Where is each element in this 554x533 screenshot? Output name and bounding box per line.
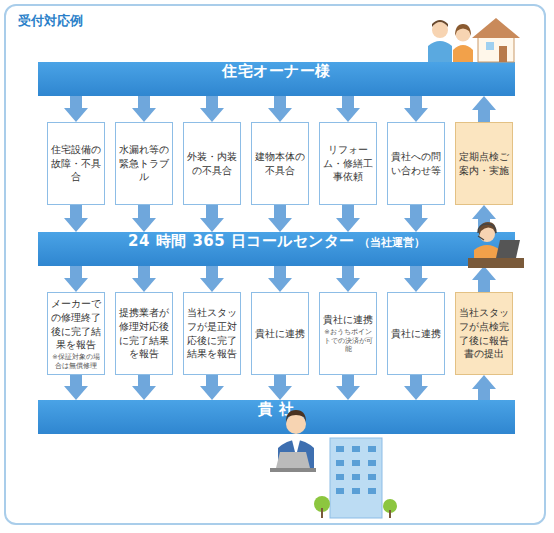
tree-trunk	[321, 508, 323, 518]
client-band: 貴 社	[38, 400, 515, 434]
node-label: 貴社に連携	[255, 327, 305, 341]
node-note: （当社運営）	[359, 235, 425, 250]
flow-arrow	[410, 375, 422, 388]
woman-hair	[455, 24, 471, 36]
response-box: メーカーでの修理終了後に完了結果を報告※保証対象の場合は無償修理	[47, 292, 105, 375]
request-box: 水漏れ等の緊急トラブル	[115, 122, 173, 205]
flow-arrow	[478, 217, 490, 232]
flow-arrow	[70, 266, 82, 280]
man-hair	[432, 20, 448, 27]
node-label: リフォーム・修繕工事依頼	[323, 143, 373, 184]
flow-arrow	[206, 205, 218, 220]
node-label: 提携業者が修理対応後に完了結果を報告	[119, 306, 169, 361]
flow-arrow	[274, 96, 286, 110]
request-box: 定期点検ご案内・実施	[455, 122, 513, 205]
node-note: ※保証対象の場合は無償修理	[51, 353, 101, 370]
response-box: 貴社に連携	[251, 292, 309, 375]
flow-arrow	[478, 108, 490, 122]
flow-arrow	[342, 375, 354, 388]
office-building	[330, 438, 382, 518]
flow-arrow	[206, 96, 218, 110]
node-label: 貴 社	[258, 400, 295, 419]
node-label: 当社スタッフが点検完了後に報告書の提出	[459, 306, 509, 361]
node-label: 24 時間 365 日コールセンター	[128, 232, 355, 251]
flow-arrow	[478, 278, 490, 292]
house-illustration	[472, 18, 520, 62]
node-label: 住宅設備の故障・不具合	[51, 143, 101, 184]
flow-arrow	[342, 266, 354, 280]
request-box: 外装・内装の不具合	[183, 122, 241, 205]
house-wall	[478, 36, 514, 62]
flow-arrow	[138, 96, 150, 110]
node-label: 定期点検ご案内・実施	[459, 150, 509, 178]
node-label: 当社スタッフが是正対応後に完了結果を報告	[187, 306, 237, 361]
node-label: 貴社への問い合わせ等	[391, 150, 441, 178]
woman-body	[453, 45, 473, 62]
response-box: 提携業者が修理対応後に完了結果を報告	[115, 292, 173, 375]
flow-arrow	[478, 387, 490, 400]
flow-arrow	[206, 266, 218, 280]
flow-arrow	[410, 205, 422, 220]
node-note: ※おうちポイントでの決済が可能	[323, 328, 373, 353]
request-box: 貴社への問い合わせ等	[387, 122, 445, 205]
node-label: 貴社に連携	[391, 327, 441, 341]
client-suit	[278, 440, 314, 470]
response-box: 当社スタッフが点検完了後に報告書の提出	[455, 292, 513, 375]
request-box: リフォーム・修繕工事依頼	[319, 122, 377, 205]
house-door	[499, 46, 507, 62]
woman-head	[456, 27, 471, 42]
response-box: 貴社に連携※おうちポイントでの決済が可能	[319, 292, 377, 375]
node-label: 住宅オーナー様	[222, 62, 331, 81]
owner-couple	[428, 20, 473, 62]
flow-arrow	[274, 205, 286, 220]
tree	[314, 496, 330, 512]
flow-arrow	[342, 205, 354, 220]
man-body	[428, 41, 452, 62]
flow-arrow	[138, 375, 150, 388]
request-box: 建物本体の不具合	[251, 122, 309, 205]
flow-arrow	[70, 96, 82, 110]
flow-arrow	[206, 375, 218, 388]
flow-arrow	[274, 266, 286, 280]
flow-arrow	[410, 96, 422, 110]
house-window	[486, 42, 494, 50]
diagram-title: 受付対応例	[18, 12, 83, 30]
request-box: 住宅設備の故障・不具合	[47, 122, 105, 205]
node-label: 水漏れ等の緊急トラブル	[119, 143, 169, 184]
laptop-screen	[276, 452, 310, 468]
man-head	[432, 22, 448, 38]
flow-arrow	[342, 96, 354, 110]
flow-arrow	[138, 266, 150, 280]
response-box: 貴社に連携	[387, 292, 445, 375]
flow-arrow	[138, 205, 150, 220]
house-roof	[472, 18, 520, 38]
node-label: 外装・内装の不具合	[187, 150, 237, 178]
flow-arrow	[70, 205, 82, 220]
node-label: メーカーでの修理終了後に完了結果を報告	[51, 297, 101, 352]
node-label: 建物本体の不具合	[255, 150, 305, 178]
flow-arrow	[70, 375, 82, 388]
flow-arrow	[274, 375, 286, 388]
owner-band: 住宅オーナー様	[38, 62, 515, 96]
flow-arrow	[410, 266, 422, 280]
tree-trunk	[389, 510, 391, 518]
response-box: 当社スタッフが是正対応後に完了結果を報告	[183, 292, 241, 375]
tree	[383, 499, 397, 513]
client-shirt	[292, 440, 300, 456]
client-laptop	[270, 468, 316, 472]
node-label: 貴社に連携	[323, 313, 373, 327]
callcenter-band: 24 時間 365 日コールセンター （当社運営）	[38, 232, 515, 266]
building-windows	[336, 446, 376, 494]
